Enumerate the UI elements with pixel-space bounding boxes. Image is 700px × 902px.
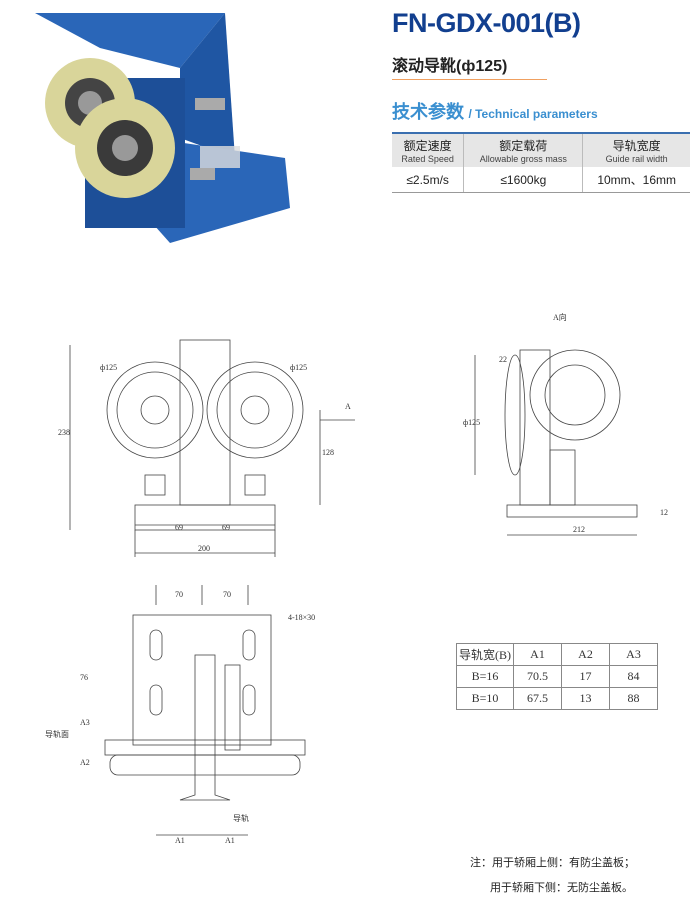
cell: A1 (513, 643, 562, 666)
dim-w-total: 200 (198, 544, 210, 553)
product-photo (35, 13, 290, 243)
view-arrow-label: A (345, 402, 351, 411)
note-2: 用于轿厢下侧：无防尘盖板。 (490, 882, 633, 894)
dim-a1-left: A1 (175, 836, 185, 845)
dim-a1-right: A1 (225, 836, 235, 845)
side-view-drawing: A向 ф125 22 12 212 (463, 312, 668, 536)
dim-w1: 70 (175, 590, 183, 599)
bottom-view-drawing: 70 70 4-18×30 76 A3 A2 导轨面 A1 A1 导轨 (45, 585, 315, 845)
cell: B=10 (456, 687, 514, 710)
dim-diameter: ф125 (463, 418, 480, 427)
cell: 84 (609, 665, 658, 688)
dim-a3: A3 (80, 718, 90, 727)
product-subtitle: 滚动导靴(ф125) (392, 58, 508, 75)
dim-w2: 69 (222, 523, 230, 532)
cell: 10mm、16mm (582, 167, 690, 193)
cell: A2 (561, 643, 610, 666)
rail-label: 导轨 (233, 813, 249, 823)
holes-label: 4-18×30 (288, 613, 315, 622)
divider (392, 79, 547, 80)
dim-top: 22 (499, 355, 507, 364)
cell: ≤1600kg (463, 167, 583, 193)
dim-76: 76 (80, 673, 88, 682)
dim-height-total: 238 (58, 428, 70, 437)
dim-diameter-right: ф125 (290, 363, 307, 372)
dims-row: B=10 67.5 13 88 (456, 687, 658, 710)
dim-a2: A2 (80, 758, 90, 767)
dims-row: B=16 70.5 17 84 (456, 665, 658, 688)
section-heading: 技术参数 / Technical parameters (392, 98, 598, 124)
spec-row: ≤2.5m/s ≤1600kg 10mm、16mm (392, 167, 690, 193)
front-view-drawing: 238 128 ф125 ф125 69 69 200 A (58, 339, 355, 557)
dim-base-h: 12 (660, 508, 668, 517)
cell: 88 (609, 687, 658, 710)
cell: 17 (561, 665, 610, 688)
dims-header-row: 导轨宽(B) A1 A2 A3 (456, 643, 658, 666)
dim-base-w: 212 (573, 525, 585, 534)
dims-table: 导轨宽(B) A1 A2 A3 B=16 70.5 17 84 B=10 67.… (456, 643, 658, 710)
cell: 70.5 (513, 665, 562, 688)
cell: 13 (561, 687, 610, 710)
dim-height-center: 128 (322, 448, 334, 457)
product-title: FN-GDX-001(B) (392, 8, 581, 38)
dim-diameter-left: ф125 (100, 363, 117, 372)
dim-w1: 69 (175, 523, 183, 532)
dim-w2: 70 (223, 590, 231, 599)
note-1: 注：用于轿厢上侧：有防尘盖板； (470, 857, 635, 869)
view-label: A向 (553, 312, 567, 322)
section-title-zh: 技术参数 (392, 102, 464, 122)
cell: 导轨宽(B) (456, 643, 514, 666)
cell: B=16 (456, 665, 514, 688)
cell: A3 (609, 643, 658, 666)
rail-face-label: 导轨面 (45, 729, 69, 739)
cell: ≤2.5m/s (392, 167, 464, 193)
section-title-en: / Technical parameters (468, 107, 598, 121)
cell: 67.5 (513, 687, 562, 710)
